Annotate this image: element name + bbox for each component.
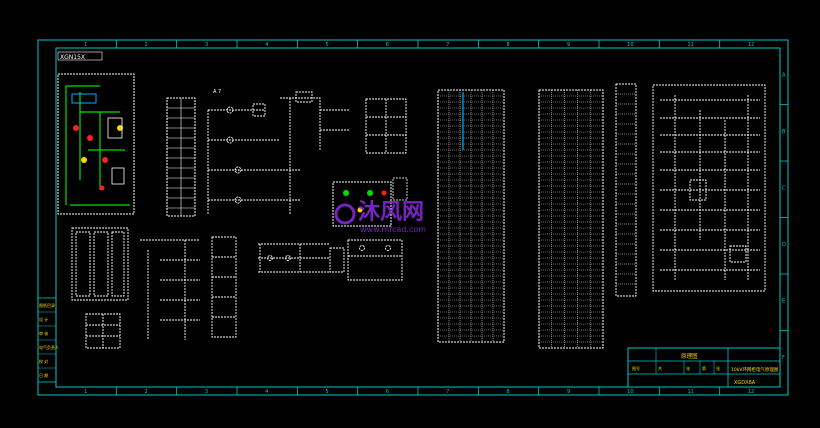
label-tag-box	[57, 51, 103, 61]
watermark: 沐风网 www.mfcad.com	[334, 200, 426, 234]
left-label: 电气负责人	[39, 344, 59, 350]
column-number-bottom: 9	[567, 389, 570, 395]
title-main: 原理图	[681, 352, 698, 360]
column-number-bottom: 5	[326, 389, 329, 395]
column-number-top: 2	[145, 42, 148, 48]
title-small-field: 共	[658, 365, 662, 371]
column-number-top: 10	[627, 42, 633, 48]
column-number-top: 7	[446, 42, 449, 48]
row-letter: F	[782, 355, 785, 361]
row-letter: C	[782, 185, 786, 191]
title-small-field: 张	[716, 365, 720, 371]
left-label: 设 计	[39, 316, 48, 322]
terminal-table-1	[437, 89, 505, 343]
title-small-field: 图号	[632, 365, 640, 371]
column-number-top: 1	[84, 42, 87, 48]
title-small-field: 第	[702, 365, 706, 371]
watermark-text: 沐风网	[358, 200, 424, 225]
column-number-bottom: 10	[627, 389, 633, 395]
column-number-top: 4	[265, 42, 268, 48]
title-code: XGDX8A	[734, 380, 756, 386]
lower-left-components	[71, 227, 129, 349]
label-tag: XGN15X	[60, 54, 85, 61]
column-number-top: 9	[567, 42, 570, 48]
column-number-top: 11	[688, 42, 694, 48]
watermark-url: www.mfcad.com	[360, 225, 426, 234]
row-letters-right: A B C D E F	[780, 72, 788, 361]
column-number-top: 5	[326, 42, 329, 48]
lower-middle-wiring	[140, 236, 237, 340]
column-number-bottom: 3	[205, 389, 208, 395]
title-block: 原理图 10kV环网柜电气原理图 XGDX8A 图号 共 张 第 张	[627, 347, 781, 388]
column-number-bottom: 7	[446, 389, 449, 395]
column-number-bottom: 2	[145, 389, 148, 395]
column-number-top: 6	[386, 42, 389, 48]
column-number-bottom: 8	[507, 389, 510, 395]
right-ladder-diagram	[652, 84, 766, 292]
column-number-bottom: 1	[84, 389, 87, 395]
terminal-strip-2	[615, 83, 637, 297]
column-number-bottom: 6	[386, 389, 389, 395]
column-number-bottom: 4	[265, 389, 268, 395]
terminal-table-2	[538, 89, 604, 349]
circuit-label-a7: A 7	[213, 89, 221, 95]
column-number-top: 8	[507, 42, 510, 48]
title-sub: 10kV环网柜电气原理图	[731, 366, 779, 373]
column-number-top: 3	[205, 42, 208, 48]
terminal-strip-1	[166, 97, 196, 217]
row-letter: E	[782, 298, 785, 304]
device-block-center	[332, 177, 408, 227]
column-number-bottom: 11	[688, 389, 694, 395]
left-wiring-panel	[57, 73, 135, 215]
row-letter: B	[782, 129, 786, 135]
contactor-circuit	[258, 239, 403, 281]
left-label: 图纸目录	[39, 302, 55, 308]
left-label: 校 对	[39, 358, 48, 364]
left-label: 审 核	[39, 330, 48, 336]
relay-block	[365, 98, 407, 154]
column-number-top: 12	[748, 42, 754, 48]
title-small-field: 张	[686, 365, 690, 371]
left-label: 日 期	[39, 372, 48, 378]
row-letter: A	[782, 72, 786, 78]
row-letter: D	[782, 242, 786, 248]
column-number-bottom: 12	[748, 389, 754, 395]
control-circuit-upper	[207, 91, 350, 215]
